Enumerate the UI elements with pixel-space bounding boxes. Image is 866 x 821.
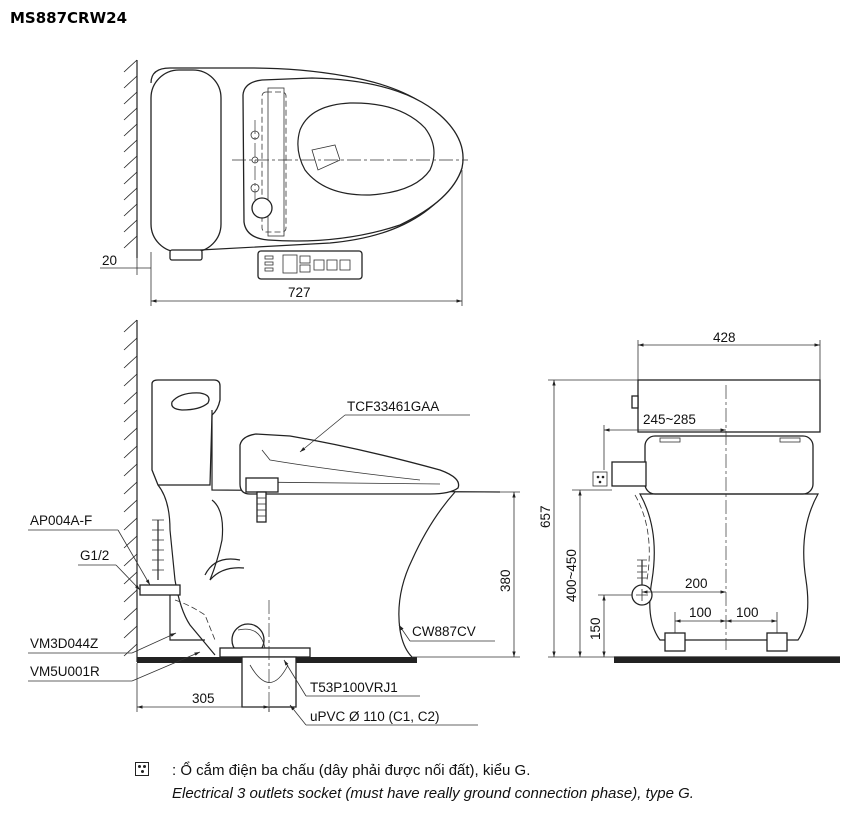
socket-icon <box>135 762 149 776</box>
dim-height: 657 <box>538 505 553 528</box>
label-pipe: uPVC Ø 110 (C1, C2) <box>310 709 440 724</box>
dim-inlet-offset: 200 <box>685 576 708 591</box>
label-hose-b: VM5U001R <box>30 664 100 679</box>
label-bowl: CW887CV <box>412 624 476 639</box>
dim-wall-offset: 20 <box>102 253 117 268</box>
note-vietnamese: : Ổ cắm điện ba chấu (dây phải được nối … <box>172 762 531 779</box>
tank-front <box>637 379 821 433</box>
angle-valve <box>139 584 181 596</box>
dim-inlet-height: 150 <box>588 617 603 640</box>
model-title: MS887CRW24 <box>10 9 127 27</box>
seat-side <box>239 433 460 495</box>
top-view: 20 727 <box>100 59 468 306</box>
front-view: 428 245~285 657 400~450 200 100 100 150 <box>538 330 840 663</box>
wall-hatch-top <box>123 59 138 249</box>
floor-flange <box>219 647 311 658</box>
side-view: TCF33461GAA AP004A-F G1/2 VM3D044Z VM5U0… <box>28 319 520 726</box>
label-valve: AP004A-F <box>30 513 92 528</box>
flush-button <box>171 392 210 411</box>
wall-hatch-side <box>123 319 138 657</box>
floor-front <box>614 657 840 663</box>
dim-seat-range: 245~285 <box>643 412 696 427</box>
dim-rough-in: 305 <box>192 691 215 706</box>
tank-top <box>150 69 222 253</box>
dim-seat-height: 380 <box>498 569 513 592</box>
label-hose-a: VM3D044Z <box>30 636 98 651</box>
label-flange: T53P100VRJ1 <box>310 680 398 695</box>
note-english: Electrical 3 outlets socket (must have r… <box>172 785 694 802</box>
seat-top <box>242 77 464 242</box>
dim-length: 727 <box>288 285 311 300</box>
label-seat: TCF33461GAA <box>347 399 439 414</box>
side-panel <box>611 461 647 487</box>
dim-half-left: 100 <box>689 605 712 620</box>
dim-width: 428 <box>713 330 736 345</box>
seat-front <box>644 435 814 495</box>
dim-socket-height: 400~450 <box>564 549 579 602</box>
label-thread: G1/2 <box>80 548 109 563</box>
dim-half-right: 100 <box>736 605 759 620</box>
water-inlet-top <box>251 197 273 219</box>
